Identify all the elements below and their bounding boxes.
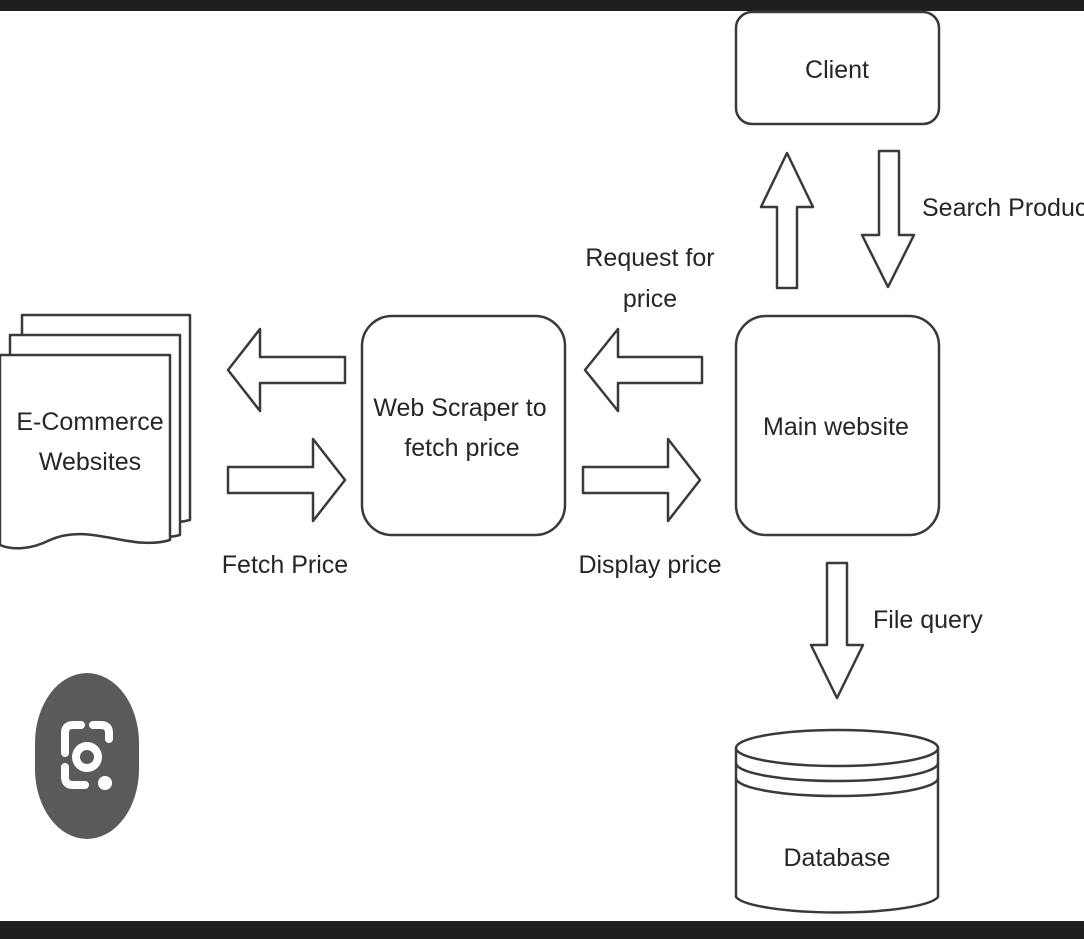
top-frame-bar bbox=[0, 0, 1084, 11]
file-query-label: File query bbox=[873, 606, 983, 634]
arrow-search-product bbox=[860, 149, 916, 289]
main-website-label: Main website bbox=[763, 413, 909, 441]
arrow-file-query bbox=[809, 561, 865, 700]
ecommerce-label-line1: E-Commerce bbox=[16, 408, 163, 436]
document-front-page bbox=[0, 353, 172, 550]
database-body bbox=[734, 748, 940, 914]
client-label: Client bbox=[805, 56, 869, 84]
database-node bbox=[734, 728, 940, 914]
arrow-fetch-request bbox=[226, 327, 347, 413]
web-scraper-node bbox=[360, 314, 567, 537]
arrow-request-price bbox=[583, 327, 704, 413]
arrow-fetch-price bbox=[226, 437, 347, 523]
arrow-to-client bbox=[759, 151, 815, 290]
ecommerce-label-line2: Websites bbox=[39, 448, 141, 476]
display-price-label: Display price bbox=[578, 551, 721, 579]
lens-button-bg bbox=[35, 673, 139, 839]
request-price-label-line1: Request for bbox=[585, 244, 714, 272]
client-node bbox=[734, 10, 941, 126]
fetch-price-label: Fetch Price bbox=[222, 551, 348, 579]
arrow-display-price bbox=[581, 437, 702, 523]
request-price-label-line2: price bbox=[623, 285, 677, 313]
database-band-1 bbox=[734, 762, 940, 783]
bottom-frame-bar bbox=[0, 921, 1084, 939]
scraper-label-line2: fetch price bbox=[404, 434, 519, 462]
ecommerce-websites-node bbox=[0, 313, 192, 550]
lens-dot bbox=[98, 776, 112, 790]
database-band-2 bbox=[734, 777, 940, 798]
database-top bbox=[734, 728, 940, 768]
lens-glyph bbox=[61, 721, 113, 789]
image-search-button[interactable] bbox=[35, 673, 139, 839]
search-product-label: Search Product bbox=[922, 194, 1084, 222]
main-website-node bbox=[734, 314, 941, 537]
database-label: Database bbox=[783, 844, 890, 872]
camera-search-icon bbox=[35, 673, 139, 839]
scraper-label-line1: Web Scraper to bbox=[373, 394, 546, 422]
